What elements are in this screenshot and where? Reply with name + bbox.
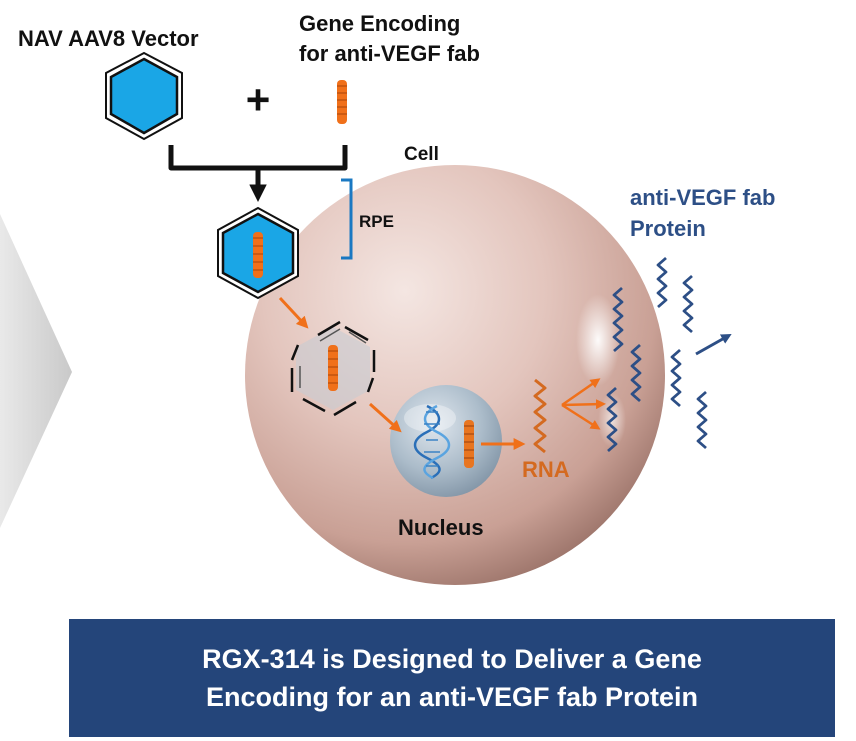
gene-icon [337,80,347,124]
banner-line-2: Encoding for an anti-VEGF fab Protein [205,682,698,712]
protein-label-line2: Protein [630,216,706,241]
aav8-vector-icon [105,51,183,141]
anti-vegf-protein-icon [606,256,708,453]
protein-label-line1: anti-VEGF fab [630,185,775,210]
combine-bracket [168,145,348,202]
secretion-arrow [695,333,732,356]
arrow-to-nucleus [368,402,402,433]
rpe-label: RPE [359,212,394,231]
dna-helix-icon [413,404,451,480]
cell-label: Cell [404,144,439,165]
gene-in-nucleus-icon [464,420,474,468]
arrow-to-uncoating [278,296,309,329]
nucleus-label: Nucleus [398,515,484,540]
banner-line-1: RGX-314 is Designed to Deliver a Gene [202,644,702,674]
rna-icon [533,378,547,454]
rpe-bracket [341,178,353,260]
gene-label-line2: for anti-VEGF fab [299,41,480,66]
chevron-arrow-shape [0,214,72,528]
translation-arrows [561,378,606,430]
vector-with-gene-icon [217,206,299,300]
nucleus [390,385,502,497]
uncoating-vector-icon [290,320,376,417]
vector-label: NAV AAV8 Vector [18,26,199,51]
gene-label-line1: Gene Encoding [299,11,460,36]
plus-sign: + [246,76,271,123]
summary-banner: RGX-314 is Designed to Deliver a Gene En… [69,619,835,737]
rna-label: RNA [522,457,570,482]
